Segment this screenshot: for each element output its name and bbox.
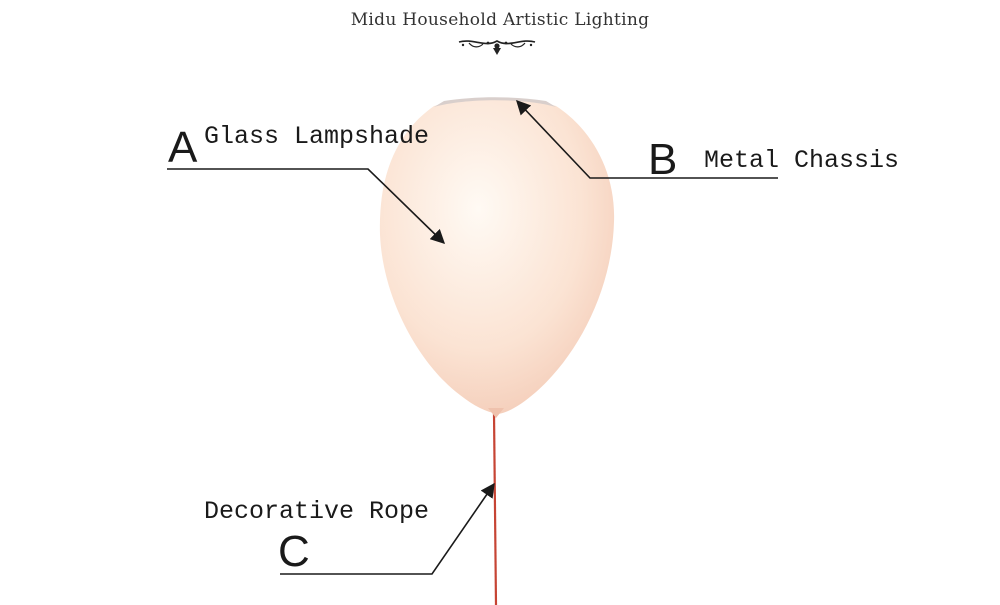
part-letter-a: A (168, 123, 198, 172)
leader-line-b (516, 99, 778, 179)
part-letter-b: B (648, 135, 678, 184)
floral-flourish-icon (458, 40, 536, 55)
glass-lampshade (379, 98, 615, 414)
brand-title: Midu Household Artistic Lighting (350, 10, 650, 30)
leader-line-c (280, 482, 495, 575)
decorative-rope (492, 412, 498, 605)
metal-chassis (434, 97, 556, 107)
balloon-knot (488, 408, 504, 418)
leader-line-a (167, 168, 446, 245)
part-label-b: Metal Chassis (704, 146, 900, 175)
part-letter-c: C (278, 527, 310, 576)
part-label-c: Decorative Rope (204, 497, 430, 526)
part-label-a: Glass Lampshade (204, 122, 430, 151)
